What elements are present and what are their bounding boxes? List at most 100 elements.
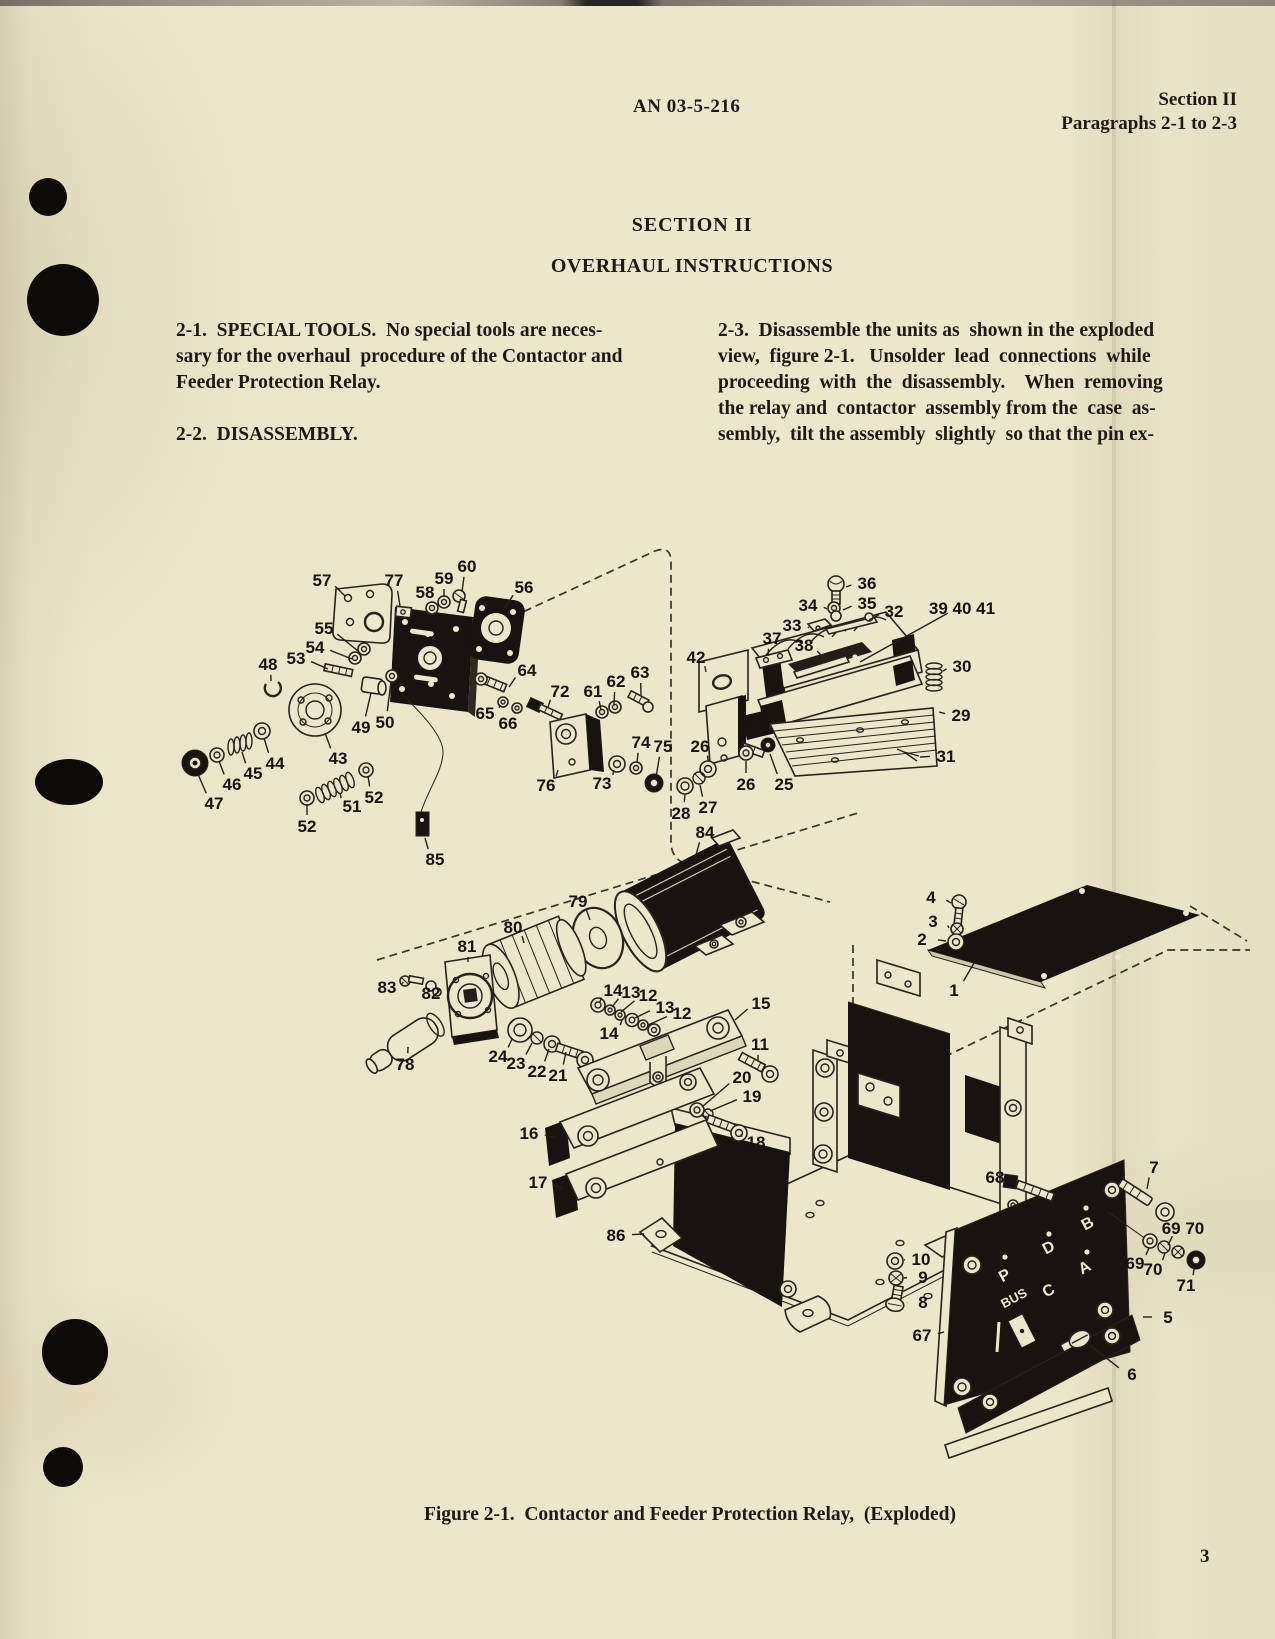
leader-line	[701, 1083, 730, 1108]
part-number-label: 54	[306, 638, 325, 657]
leader-line	[807, 626, 810, 629]
leader-line	[693, 842, 701, 863]
leader-line	[709, 1099, 738, 1112]
part-number-label: 64	[518, 661, 537, 680]
leader-line	[339, 792, 342, 799]
part-number-label: 15	[752, 994, 771, 1013]
part-number-label: 38	[795, 636, 814, 655]
part-number-label: 51	[343, 797, 362, 816]
leader-line	[598, 700, 602, 711]
binder-mark	[35, 759, 103, 805]
part-number-label: 37	[763, 629, 782, 648]
part-number-label: 3	[928, 912, 937, 931]
part-number-label: 12	[673, 1004, 692, 1023]
part-number-label: 83	[378, 978, 397, 997]
leader-line	[553, 1184, 563, 1189]
text-line: 2-1. SPECIAL TOOLS. No special tools are…	[176, 320, 603, 341]
part-number-label: 12	[639, 986, 658, 1005]
part-number-label: 14	[600, 1024, 619, 1043]
text-line: proceeding with the disassembly. When re…	[718, 372, 1163, 393]
part-number-label: 55	[315, 619, 334, 638]
leader-line	[767, 648, 770, 657]
leader-line	[555, 769, 559, 777]
leader-line	[1167, 1235, 1174, 1246]
part-number-label: 47	[205, 794, 224, 813]
part-number-label: 33	[783, 616, 802, 635]
part-number-label: 17	[529, 1173, 548, 1192]
leader-line	[1192, 1268, 1195, 1276]
part-number-label: 58	[416, 583, 435, 602]
part-number-label: 11	[751, 1035, 769, 1054]
part-number-label: 46	[223, 775, 242, 794]
leader-line	[521, 935, 525, 944]
case-assembly	[638, 958, 1048, 1333]
leader-line	[334, 585, 346, 597]
leader-line	[942, 668, 947, 672]
part-number-label: 20	[733, 1068, 752, 1087]
part-number-label: 69	[1126, 1254, 1145, 1273]
leader-line	[612, 769, 615, 776]
screw-7	[1117, 1178, 1175, 1222]
leader-line	[937, 939, 947, 942]
leader-line	[631, 1233, 645, 1236]
part-number-label: 76	[537, 776, 556, 795]
part-number-label: 36	[858, 574, 877, 593]
leader-line	[947, 925, 950, 929]
part-number-label: 13	[656, 998, 675, 1017]
leader-line	[508, 677, 516, 688]
text-line: the relay and contactor assembly from th…	[718, 398, 1156, 419]
part-number-label: 81	[458, 937, 477, 956]
leader-line	[310, 660, 329, 670]
part-number-label: 5	[1163, 1308, 1172, 1327]
part-number-label: 42	[687, 648, 706, 667]
paragraph-ref: Paragraphs 2-1 to 2-3	[1061, 113, 1237, 134]
part-number-label: 68	[986, 1168, 1005, 1187]
relay-assembly	[676, 575, 943, 795]
part-number-label: 1	[949, 981, 958, 1000]
part-number-label: 4	[926, 888, 936, 907]
part-number-label: 21	[549, 1066, 568, 1085]
part-number-label: 2	[917, 930, 926, 949]
leader-line	[620, 1000, 635, 1013]
text-line: sary for the overhaul procedure of the C…	[176, 346, 623, 367]
part-number-label: 10	[912, 1250, 931, 1269]
leader-line	[816, 650, 827, 661]
part-number-label: 30	[953, 657, 972, 676]
part-number-label: 31	[937, 747, 956, 766]
screw-68	[1002, 1173, 1056, 1203]
leader-line	[1090, 1345, 1120, 1369]
leader-line	[845, 584, 852, 588]
leader-line	[734, 1008, 749, 1021]
text-line: 2-2. DISASSEMBLY.	[176, 424, 358, 445]
part-number-label: 28	[672, 804, 691, 823]
leader-line	[386, 680, 392, 712]
leader-line	[636, 752, 639, 764]
section-title: SECTION II	[631, 214, 753, 236]
part-number-label: 27	[699, 798, 718, 817]
leader-line	[562, 1051, 567, 1065]
leader-line	[613, 691, 616, 705]
part-number-label: 23	[507, 1054, 526, 1073]
part-number-label: 19	[743, 1087, 762, 1106]
part-number-label: 8	[918, 1293, 927, 1312]
part-number-label: 18	[747, 1133, 766, 1152]
part-number-label: 63	[631, 663, 650, 682]
leader-line	[544, 1048, 550, 1062]
leader-line	[218, 760, 225, 775]
part-number-label: 34	[799, 596, 818, 615]
paper-fold-shadow	[1112, 0, 1116, 1639]
part-number-label: 57	[313, 571, 332, 590]
part-number-label: 74	[632, 733, 651, 752]
part-number-label: 69 70	[1162, 1219, 1205, 1238]
figure-caption: Figure 2-1. Contactor and Feeder Protect…	[423, 1504, 957, 1525]
leader-line	[263, 737, 270, 754]
binder-mark	[27, 264, 99, 336]
leader-line	[962, 962, 975, 982]
binder-mark	[29, 178, 67, 216]
binder-mark	[42, 1319, 108, 1385]
part-number-label: 6	[1127, 1365, 1136, 1384]
leader-line	[683, 793, 686, 803]
mounting-bars	[545, 1008, 779, 1218]
